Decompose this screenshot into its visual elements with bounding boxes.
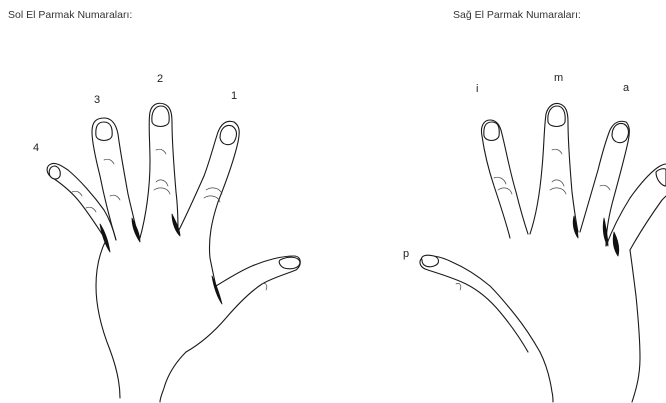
finger-number-diagram: Sol El Parmak Numaraları: Sağ El Parmak …	[0, 0, 666, 403]
right-hand-illustration	[0, 0, 666, 403]
